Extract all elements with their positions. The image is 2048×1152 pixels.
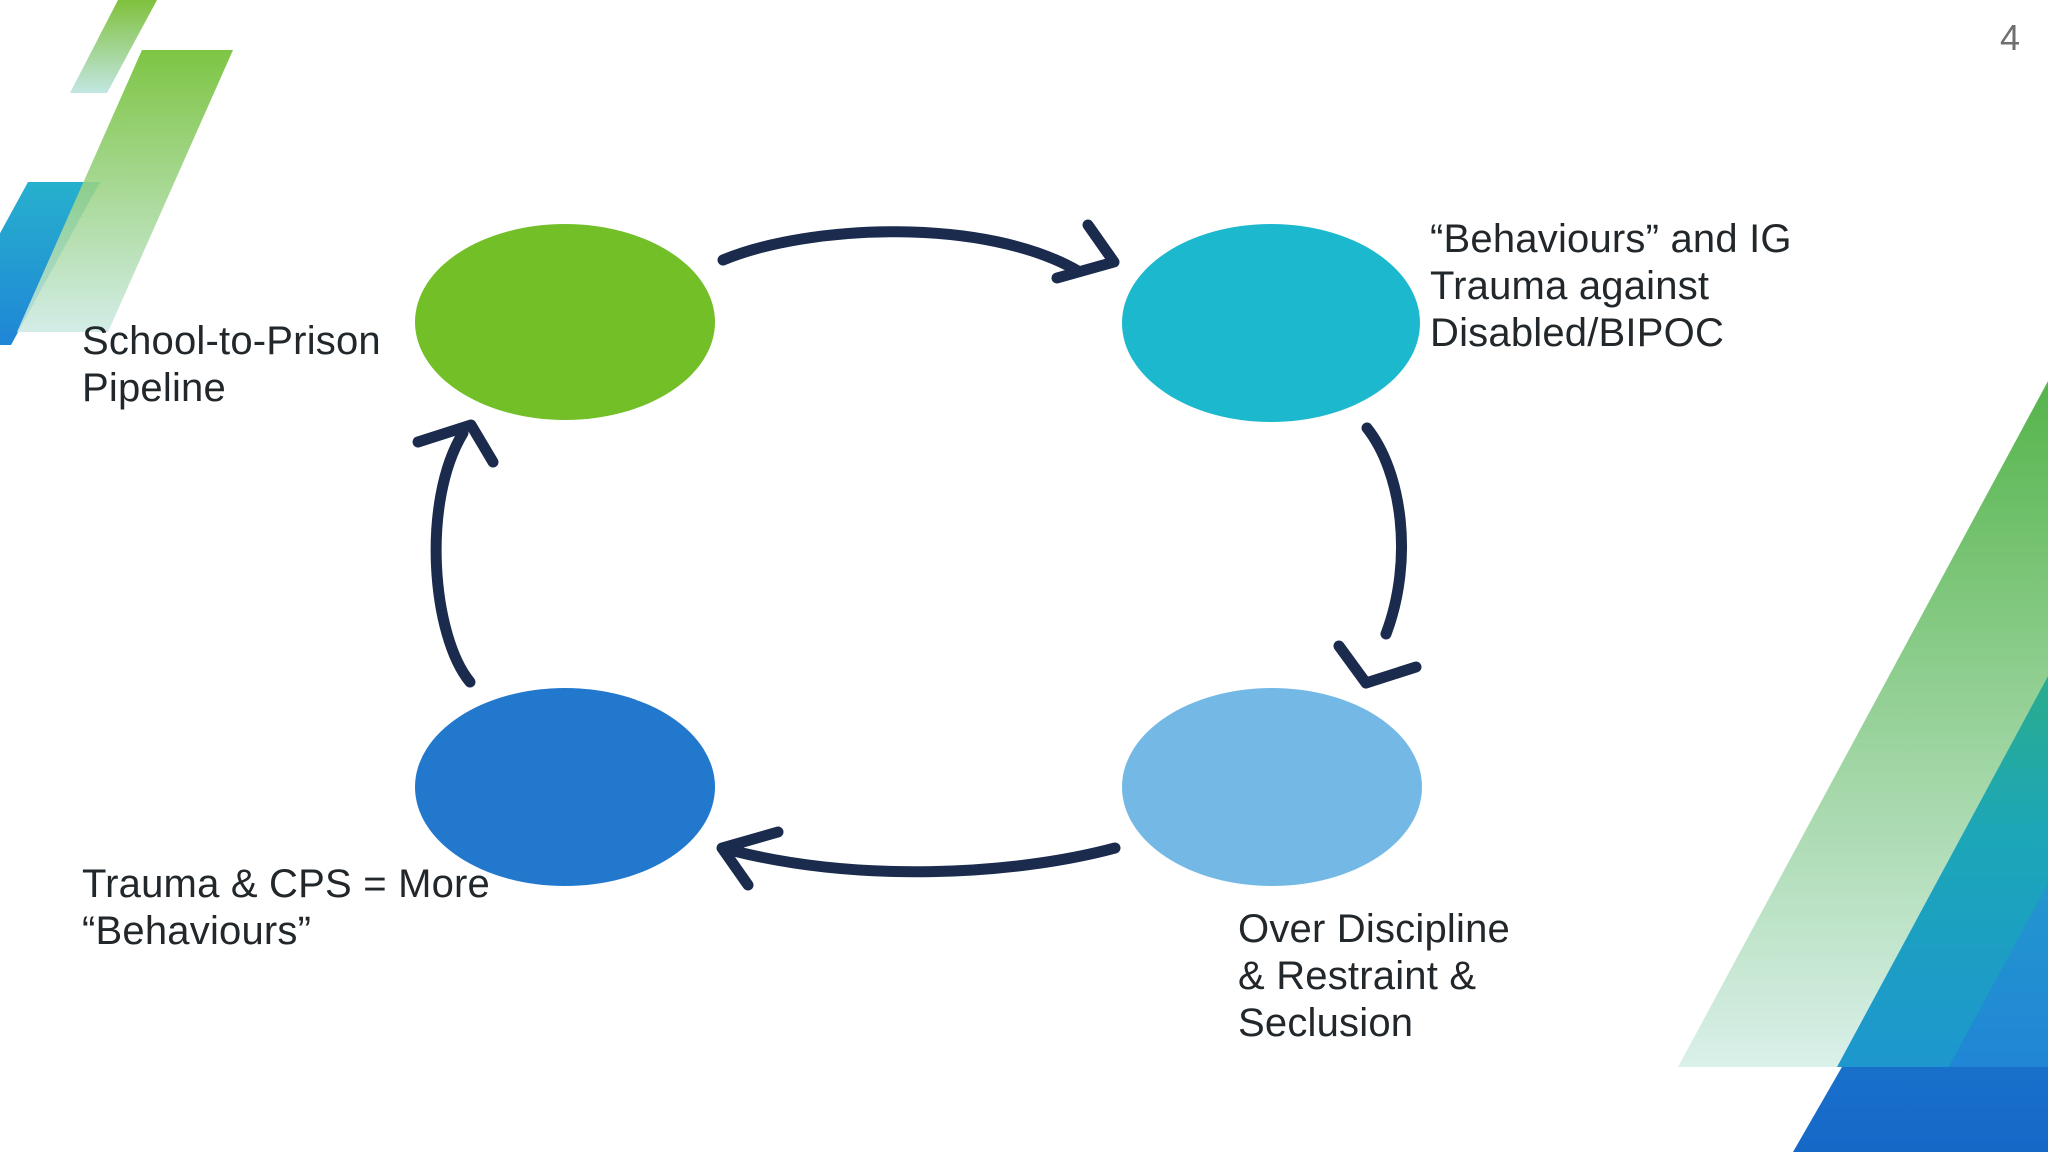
arrow-right-curve [1361,422,1407,640]
bottom-right-teal-stripe [1837,675,2048,1067]
bottom-right-decoration [1678,381,2048,1152]
cycle-arrows [412,219,1422,891]
node-label-trauma-cps: Trauma & CPS = More “Behaviours” [82,862,490,953]
top-left-small-stripe [70,0,157,93]
arrow-top-head-icon [1051,219,1120,284]
arrow-left-curve [430,427,476,688]
arrow-trauma-cps-to-school [412,419,499,688]
arrow-top-curve [717,226,1084,277]
arrow-right-head-icon [1333,640,1422,689]
bottom-right-pale-green-stripe [1678,381,2048,1067]
bottom-right-light-blue-stripe [1949,883,2048,1067]
node-label-behaviours-ig-trauma: “Behaviours” and IG Trauma against Disab… [1430,217,1792,355]
node-ellipse-trauma-cps [415,688,715,886]
node-ellipse-behaviours-ig-trauma [1122,224,1420,422]
arrow-bottom-head-icon [716,826,784,891]
node-ellipse-school-to-prison [415,224,715,420]
arrow-over-discipline-to-trauma-cps [716,826,1121,891]
node-label-over-discipline: Over Discipline & Restraint & Seclusion [1238,907,1510,1045]
node-ellipse-over-discipline [1122,688,1422,886]
arrow-behaviours-to-over-discipline [1333,422,1422,689]
arrow-school-to-behaviours [717,219,1120,284]
node-label-school-to-prison: School-to-Prison Pipeline [82,319,381,410]
arrow-left-head-icon [412,419,499,468]
arrow-bottom-curve [728,842,1121,878]
top-left-decoration [0,0,233,345]
top-left-green-stripe [17,50,233,332]
page-number: 4 [1999,17,2020,58]
